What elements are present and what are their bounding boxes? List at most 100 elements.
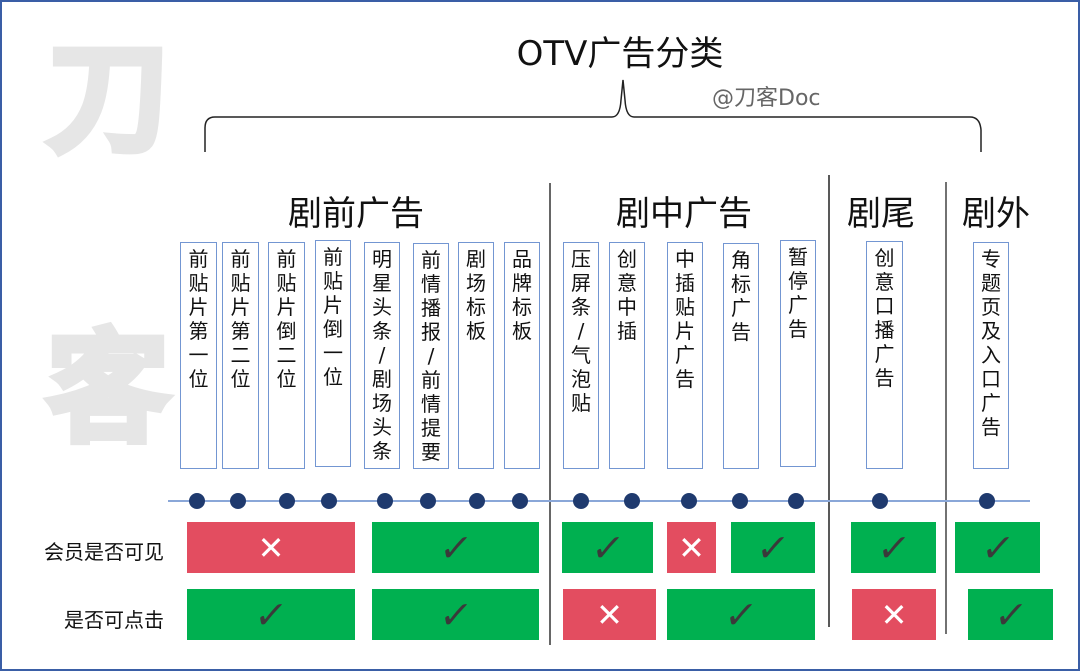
ad-type-box: 中插贴片广告 (667, 242, 703, 469)
ad-type-box: 前贴片第二位 (222, 242, 259, 469)
ad-type-label-char: 标 (512, 295, 532, 319)
timeline-dot (377, 493, 393, 509)
ad-type-label-char: 题 (981, 271, 1001, 295)
ad-type-label-char: 广 (981, 391, 1001, 415)
timeline-dot (872, 493, 888, 509)
cross-icon: ✕ (596, 595, 623, 634)
ad-type-label-char: 牌 (512, 271, 532, 295)
ad-type-label-char: 中 (675, 247, 695, 271)
ad-type-label-char: 报 (421, 320, 441, 344)
ad-type-box: 品牌标板 (504, 242, 540, 469)
timeline-dot (788, 493, 804, 509)
ad-type-label-char: 屏 (571, 271, 591, 295)
ad-type-label-char: 条 (372, 319, 392, 343)
ad-type-label-char: 情 (421, 392, 441, 416)
ad-type-label-char: 提 (421, 416, 441, 440)
ad-type-label-char: 板 (512, 319, 532, 343)
ad-type-label-char: 一 (188, 343, 209, 367)
timeline-dot (420, 493, 436, 509)
ad-type-label-char: 位 (188, 367, 209, 391)
timeline-dot (624, 493, 640, 509)
watermark-char-2: 客 (45, 320, 172, 459)
ad-type-box: 暂停广告 (780, 240, 816, 467)
ad-type-label-char: 播 (874, 318, 895, 342)
status-cell-no: ✕ (187, 522, 355, 573)
watermark-char-1: 刀 (45, 30, 172, 169)
status-cell-yes: ✓ (562, 522, 653, 573)
ad-type-label-char: 广 (731, 296, 751, 320)
timeline-dot (279, 493, 295, 509)
ad-type-label-char: 口 (981, 367, 1001, 391)
timeline-dot (512, 493, 528, 509)
timeline-dot (979, 493, 995, 509)
category-end-roll: 剧尾 (847, 194, 915, 234)
ad-type-label-char: 暂 (788, 245, 808, 269)
status-cell-yes: ✓ (667, 589, 815, 640)
ad-type-label-char: 广 (788, 293, 808, 317)
ad-type-label-char: 二 (230, 343, 251, 367)
timeline-dot (469, 493, 485, 509)
check-icon: ✓ (874, 525, 913, 570)
ad-type-box: 创意中插 (609, 242, 645, 469)
ad-type-label-char: 专 (981, 247, 1001, 271)
ad-type-label-char: 页 (981, 295, 1001, 319)
ad-type-label-char: 前 (276, 247, 297, 271)
ad-type-label-char: 剧 (466, 247, 486, 271)
status-cell-yes: ✓ (968, 589, 1053, 640)
ad-type-label-char: 贴 (675, 295, 695, 319)
ad-type-box: 明星头条/剧场头条 (364, 242, 400, 469)
ad-type-label-char: 片 (276, 295, 297, 319)
ad-type-label-char: 广 (874, 342, 895, 366)
category-outside: 剧外 (962, 194, 1030, 234)
check-icon: ✓ (436, 592, 475, 637)
ad-type-label-char: 一 (323, 341, 343, 365)
row-label-member-visible: 会员是否可见 (44, 540, 164, 564)
ad-type-label-char: 压 (571, 247, 591, 271)
ad-type-box: 剧场标板 (458, 242, 494, 469)
ad-type-label-char: 贴 (188, 271, 209, 295)
grouping-brace (204, 79, 982, 152)
ad-type-label-char: 头 (372, 295, 392, 319)
ad-type-label-char: 告 (981, 415, 1001, 439)
ad-type-label-char: 倒 (276, 319, 297, 343)
ad-type-label-char: 前 (421, 368, 441, 392)
ad-type-label-char: 泡 (571, 367, 591, 391)
ad-type-label-char: 倒 (323, 317, 343, 341)
ad-type-label-char: 板 (466, 319, 486, 343)
ad-type-label-char: 位 (323, 365, 343, 389)
ad-type-label-char: 停 (788, 269, 808, 293)
ad-type-label-char: 片 (675, 319, 695, 343)
ad-type-label-char: 情 (421, 272, 441, 296)
ad-type-label-char: 创 (617, 247, 637, 271)
ad-type-label-char: 气 (571, 343, 591, 367)
ad-type-label-char: 告 (788, 317, 808, 341)
cross-icon: ✕ (880, 595, 908, 634)
ad-type-label-char: 条 (571, 295, 591, 319)
ad-type-box: 前情播报/前情提要 (413, 243, 449, 469)
ad-type-label-char: 头 (372, 415, 392, 439)
ad-type-label-char: 广 (675, 343, 695, 367)
status-cell-yes: ✓ (731, 522, 815, 573)
status-cell-yes: ✓ (187, 589, 355, 640)
ad-type-label-char: 场 (466, 271, 486, 295)
ad-type-label-char: 片 (230, 295, 251, 319)
ad-type-label-char: 插 (617, 319, 637, 343)
timeline-dot (732, 493, 748, 509)
check-icon: ✓ (978, 525, 1017, 570)
ad-type-label-char: 贴 (323, 269, 343, 293)
timeline-dot (681, 493, 697, 509)
ad-type-label-char: 意 (617, 271, 637, 295)
author-credit: @刀客Doc (712, 86, 821, 111)
ad-type-label-char: 二 (276, 343, 297, 367)
cross-icon: ✕ (257, 528, 285, 567)
check-icon: ✓ (721, 592, 761, 637)
ad-type-label-char: 条 (372, 439, 392, 463)
ad-type-label-char: / (378, 343, 386, 367)
ad-type-label-char: 位 (230, 367, 251, 391)
ad-type-label-char: 剧 (372, 367, 392, 391)
check-icon: ✓ (753, 525, 793, 570)
ad-type-label-char: 角 (731, 248, 751, 272)
check-icon: ✓ (436, 525, 475, 570)
check-icon: ✓ (588, 525, 627, 570)
